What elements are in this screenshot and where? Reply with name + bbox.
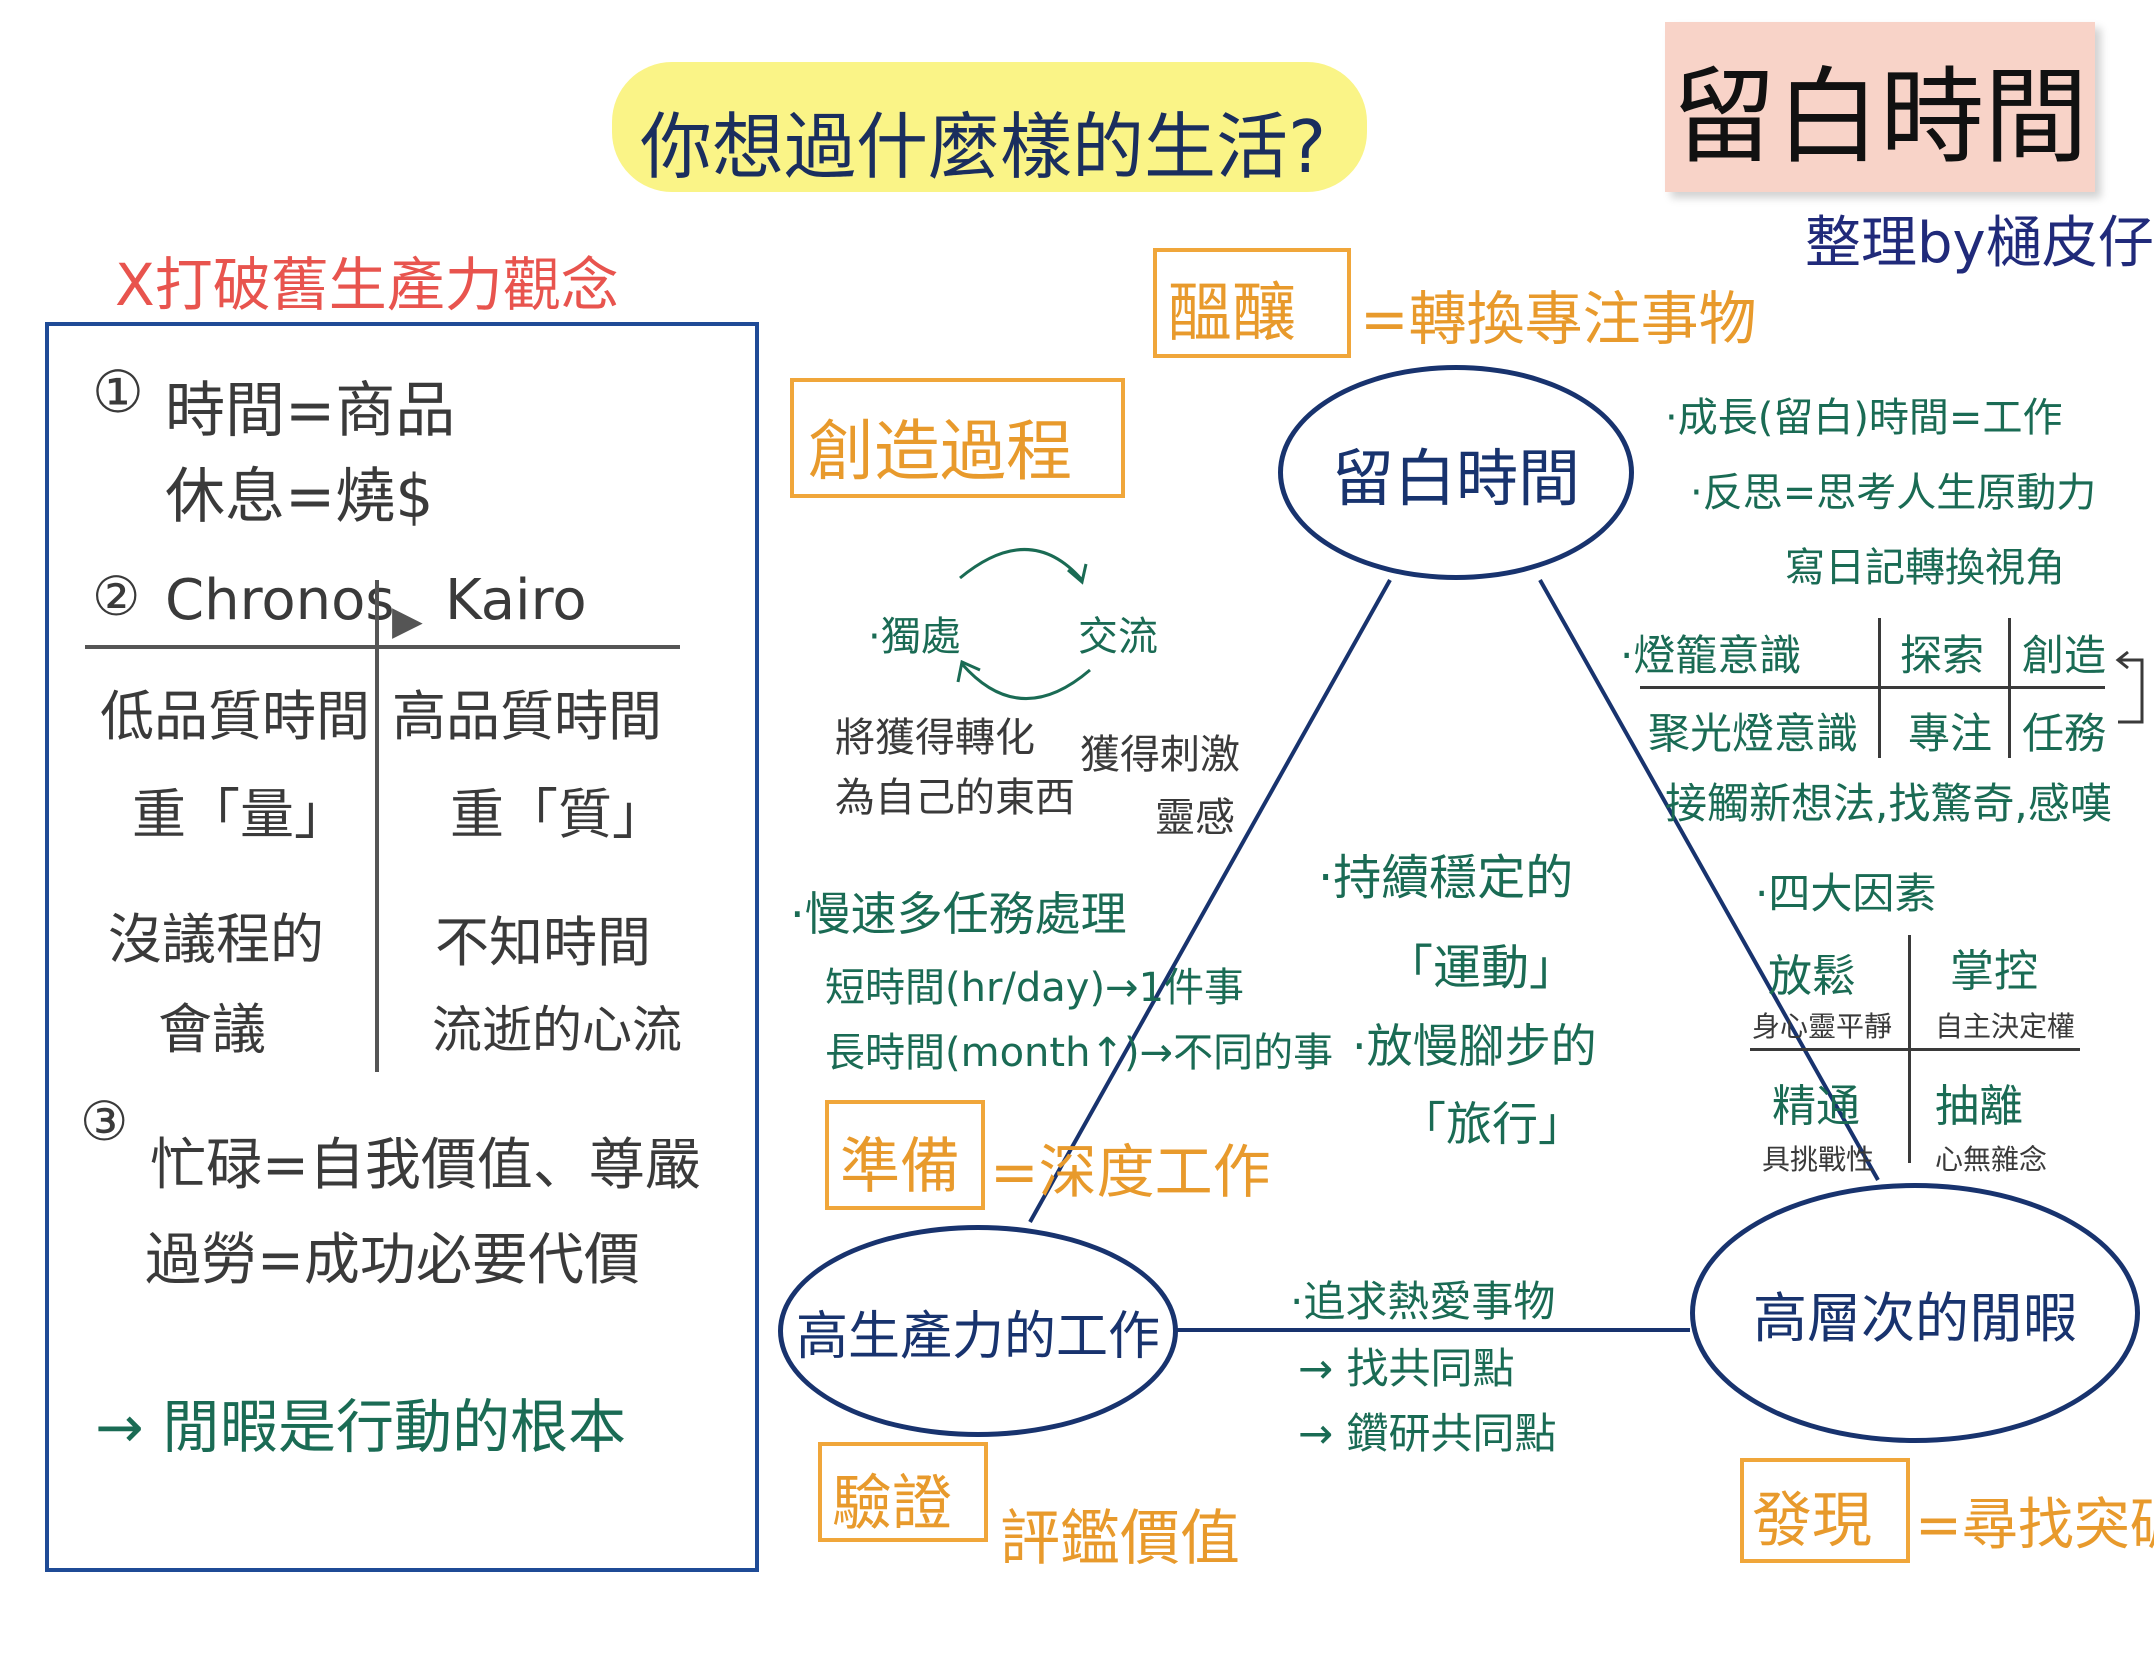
bottom-mid-3: → 鑽研共同點 bbox=[1298, 1409, 1557, 1458]
center-note-1: ·持續穩定的 bbox=[1318, 850, 1574, 906]
factor-detach: 抽離 bbox=[1935, 1081, 2023, 1132]
chronos-col-4: 會議 bbox=[158, 998, 266, 1061]
prepare-box bbox=[825, 1100, 985, 1210]
kairo-col-1: 高品質時間 bbox=[392, 685, 662, 748]
factor-mastery: 精通 bbox=[1772, 1081, 1860, 1132]
center-note-3: ·放慢腳步的 bbox=[1352, 1019, 1597, 1073]
grid-r1c3: 創造 bbox=[2022, 631, 2107, 680]
chronos-col-1: 低品質時間 bbox=[100, 685, 370, 748]
node-productive-work-label: 高生產力的工作 bbox=[795, 1306, 1160, 1367]
factor-mastery-sub: 具挑戰性 bbox=[1762, 1143, 1875, 1176]
grid-r2c2: 專注 bbox=[1908, 709, 1993, 758]
item3-line1: 忙碌=自我價值、尊嚴 bbox=[150, 1133, 701, 1198]
item2-number: ② bbox=[92, 565, 141, 628]
chronos-label: Chronos bbox=[165, 568, 395, 633]
grid-r1c2: 探索 bbox=[1900, 631, 1985, 680]
right-note-1: ·成長(留白)時間=工作 bbox=[1665, 395, 2063, 441]
grid-hrule bbox=[1640, 686, 2105, 689]
exchange-note-2: 靈感 bbox=[1155, 795, 1235, 841]
verify-box-text: 驗證 bbox=[832, 1469, 952, 1539]
grid-vrule-2 bbox=[2008, 618, 2011, 758]
chronos-arrow: ▶ bbox=[392, 598, 423, 644]
verify-box bbox=[818, 1442, 988, 1542]
prepare-box-text: 準備 bbox=[840, 1132, 960, 1202]
node-high-leisure-label: 高層次的閒暇 bbox=[1753, 1286, 2077, 1350]
table-horizontal-rule bbox=[85, 645, 680, 649]
node-productive-work: 高生產力的工作 bbox=[778, 1225, 1178, 1437]
left-footer: → 閒暇是行動的根本 bbox=[95, 1393, 627, 1461]
item3-line2: 過勞=成功必要代價 bbox=[145, 1228, 640, 1293]
multitask-long: 長時間(month↑)→不同的事 bbox=[825, 1030, 1334, 1076]
left-panel bbox=[45, 322, 759, 1572]
item1-line2: 休息=燒$ bbox=[165, 462, 434, 532]
grid-r2c3: 任務 bbox=[2022, 709, 2107, 758]
exchange-note-1: 獲得刺激 bbox=[1080, 732, 1240, 778]
title-badge-text: 留白時間 bbox=[1671, 55, 2088, 178]
center-note-2: 「運動」 bbox=[1385, 940, 1578, 996]
multitask-title: ·慢速多任務處理 bbox=[790, 887, 1127, 941]
cycle-arrow-top bbox=[959, 548, 1084, 581]
multitask-short: 短時間(hr/day)→1件事 bbox=[825, 965, 1245, 1011]
kairo-label: Kairo bbox=[445, 568, 587, 633]
creation-box bbox=[790, 378, 1125, 498]
item1-line1: 時間=商品 bbox=[165, 376, 456, 446]
node-idle-time-label: 留白時間 bbox=[1331, 441, 1580, 515]
brew-box bbox=[1153, 248, 1351, 358]
cycle-solitude: ·獨處 bbox=[868, 614, 961, 660]
title-badge: 留白時間 bbox=[1665, 22, 2095, 192]
grid-vrule-1 bbox=[1878, 618, 1881, 758]
prepare-caption: =深度工作 bbox=[990, 1138, 1271, 1206]
grid-bracket bbox=[2118, 658, 2144, 724]
grid-r2c1: 聚光燈意識 bbox=[1648, 709, 1859, 758]
kairo-col-2: 重「質」 bbox=[450, 783, 666, 846]
brew-box-text: 醞釀 bbox=[1168, 277, 1296, 351]
discover-caption: =尋找突破 bbox=[1915, 1493, 2154, 1558]
factors-vrule bbox=[1908, 935, 1911, 1163]
discover-box bbox=[1740, 1458, 1910, 1563]
kairo-col-4: 流逝的心流 bbox=[432, 1001, 682, 1059]
center-note-4: 「旅行」 bbox=[1400, 1097, 1584, 1151]
edge-top-right bbox=[1538, 579, 1880, 1181]
left-heading: X打破舊生產力觀念 bbox=[115, 251, 619, 319]
right-note-2: ·反思=思考人生原動力 bbox=[1690, 470, 2097, 516]
question-text: 你想過什麼樣的生活? bbox=[640, 105, 1327, 189]
factor-detach-sub: 心無雜念 bbox=[1935, 1143, 2048, 1176]
table-vertical-rule bbox=[375, 580, 379, 1072]
factor-control: 掌控 bbox=[1950, 946, 2038, 997]
node-high-leisure: 高層次的閒暇 bbox=[1690, 1183, 2140, 1443]
factor-relax: 放鬆 bbox=[1768, 951, 1856, 1002]
factors-hrule bbox=[1750, 1048, 2080, 1051]
solitude-note-1: 將獲得轉化 bbox=[835, 715, 1035, 761]
factor-relax-sub: 身心靈平靜 bbox=[1752, 1010, 1893, 1043]
verify-caption: 評鑑價值 bbox=[1000, 1504, 1240, 1574]
question-highlight bbox=[612, 62, 1367, 192]
right-note-3: 寫日記轉換視角 bbox=[1785, 545, 2065, 591]
item1-number: ① bbox=[92, 358, 144, 426]
discover-box-text: 發現 bbox=[1752, 1486, 1872, 1556]
factor-control-sub: 自主決定權 bbox=[1935, 1010, 2076, 1043]
brew-caption: =轉換專注事物 bbox=[1360, 285, 1757, 353]
chronos-col-3: 沒議程的 bbox=[108, 908, 324, 971]
item3-number: ③ bbox=[80, 1090, 129, 1153]
author-credit: 整理by樋皮仔 bbox=[1805, 211, 2154, 276]
bottom-mid-1: ·追求熱愛事物 bbox=[1290, 1277, 1556, 1326]
right-note-4: 接觸新想法,找驚奇,感嘆 bbox=[1665, 779, 2112, 828]
kairo-col-3: 不知時間 bbox=[435, 911, 651, 974]
creation-box-text: 創造過程 bbox=[808, 413, 1072, 490]
bottom-mid-2: → 找共同點 bbox=[1298, 1344, 1515, 1393]
cycle-arrow-bottom bbox=[960, 663, 1091, 701]
node-idle-time: 留白時間 bbox=[1278, 365, 1634, 580]
chronos-col-2: 重「量」 bbox=[132, 783, 348, 846]
factors-title: ·四大因素 bbox=[1755, 869, 1937, 918]
edge-top-left bbox=[1028, 579, 1392, 1223]
grid-r1c1: ·燈籠意識 bbox=[1620, 631, 1802, 680]
cycle-exchange: 交流 bbox=[1078, 614, 1158, 660]
solitude-note-2: 為自己的東西 bbox=[835, 775, 1075, 821]
